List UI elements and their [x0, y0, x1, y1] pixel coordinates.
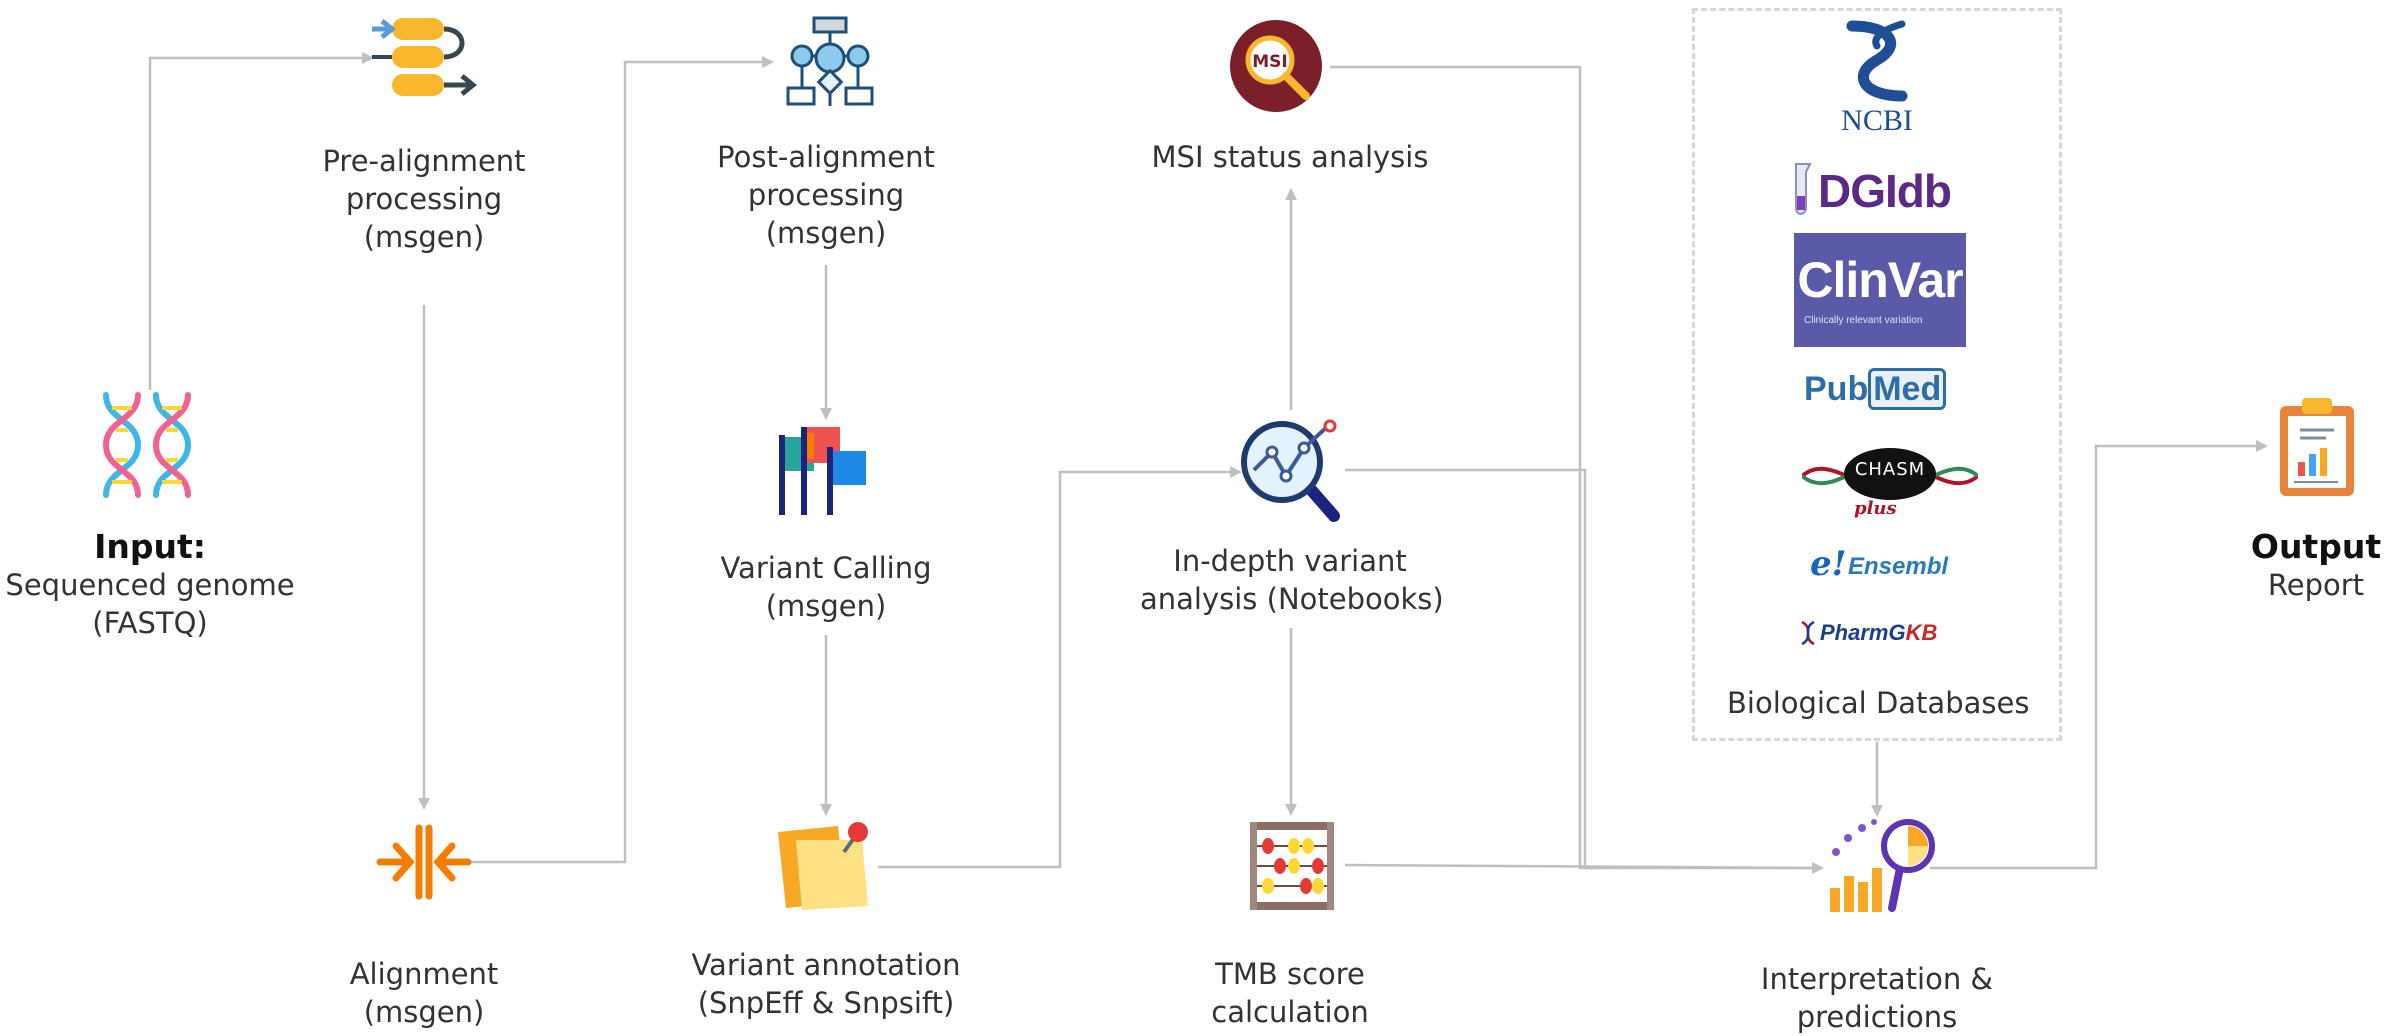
abacus-icon [1246, 818, 1338, 912]
dgidb-text: DGIdb [1818, 165, 1952, 217]
arrow-indepth-to-interpretation [1345, 468, 1587, 868]
databases-label: Biological Databases [1727, 684, 2030, 722]
variant-annotation-line2: (SnpEff & Snpsift) [697, 986, 955, 1020]
msi-icon-text: MSI [1252, 52, 1288, 72]
input-line1: Sequenced genome [5, 568, 295, 602]
pre-alignment-line3: (msgen) [363, 220, 485, 254]
clinvar-subtitle: Clinically relevant variation [1804, 315, 1923, 326]
input-label: Input: Sequenced genome (FASTQ) [0, 528, 300, 642]
pubmed-text-pub: Pub [1804, 370, 1869, 408]
indepth-label: In-depth variant analysis (Notebooks) [1140, 542, 1444, 618]
alignment-line2: (msgen) [363, 995, 485, 1029]
pipeline-icon [370, 14, 480, 104]
clipboard-report-icon [2276, 394, 2358, 500]
arrow-input-to-prealign [148, 52, 374, 390]
tmb-line2: calculation [1211, 995, 1369, 1029]
variant-annotation-label: Variant annotation (SnpEff & Snpsift) [676, 946, 976, 1022]
ensembl-logo: e! Ensembl [1810, 544, 1960, 584]
align-arrows-icon [376, 822, 472, 902]
tmb-line1: TMB score [1215, 957, 1365, 991]
arrow-alignment-to-postalign [470, 56, 774, 864]
pre-alignment-label: Pre-alignment processing (msgen) [274, 142, 574, 256]
pubmed-text-med: Med [1868, 368, 1947, 410]
clinvar-text: ClinVar [1797, 252, 1963, 308]
ncbi-logo: NCBI [1822, 16, 1932, 138]
analytics-icon [1826, 816, 1936, 916]
msi-label: MSI status analysis [1140, 138, 1440, 176]
msi-line1: MSI status analysis [1151, 140, 1429, 174]
pharmgkb-logo: PharmGKB [1800, 618, 1970, 648]
dna-icon [98, 390, 198, 500]
output-line1: Report [2267, 568, 2365, 602]
variant-calling-label: Variant Calling (msgen) [676, 549, 976, 625]
alignment-label: Alignment (msgen) [274, 955, 574, 1031]
arrow-annotation-to-indepth [878, 466, 1242, 869]
alignment-line1: Alignment [349, 957, 499, 991]
variant-calling-line2: (msgen) [765, 589, 887, 623]
input-title: Input: [94, 527, 206, 566]
output-title: Output [2250, 527, 2382, 566]
input-line2: (FASTQ) [92, 606, 208, 640]
ensembl-e-mark: e! [1810, 544, 1847, 584]
indepth-line2: analysis (Notebooks) [1140, 582, 1444, 616]
dgidb-logo: DGIdb [1790, 160, 1970, 218]
post-alignment-label: Post-alignment processing (msgen) [676, 138, 976, 252]
pharmgkb-text-a: PharmG [1820, 620, 1906, 645]
interpretation-line2: predictions [1796, 1000, 1958, 1034]
databases-title: Biological Databases [1727, 686, 2030, 720]
indepth-line1: In-depth variant [1173, 544, 1407, 578]
post-alignment-line3: (msgen) [765, 216, 887, 250]
magnifier-chart-icon [1238, 418, 1348, 524]
post-alignment-line2: processing [747, 178, 905, 212]
chasm-text: CHASM [1854, 459, 1926, 480]
arrow-tmb-to-interpretation [1344, 863, 1823, 870]
variant-annotation-line1: Variant annotation [691, 948, 961, 982]
flags-icon [772, 425, 882, 517]
sticky-note-icon [772, 818, 882, 914]
ncbi-text: NCBI [1841, 104, 1913, 137]
pre-alignment-line1: Pre-alignment [322, 144, 526, 178]
ensembl-text: Ensembl [1848, 553, 1949, 580]
interpretation-label: Interpretation & predictions [1727, 960, 2027, 1036]
pre-alignment-line2: processing [345, 182, 503, 216]
flowchart-icon [782, 14, 878, 110]
arrow-interpretation-to-output [1930, 440, 2268, 870]
msi-magnifier-icon: MSI [1228, 18, 1328, 118]
databases-box [1692, 8, 2062, 741]
output-label: Output Report [2166, 528, 2397, 604]
interpretation-line1: Interpretation & [1760, 962, 1994, 996]
variant-calling-line1: Variant Calling [720, 551, 932, 585]
post-alignment-line1: Post-alignment [717, 140, 935, 174]
pharmgkb-text-b: KB [1905, 620, 1938, 645]
tmb-label: TMB score calculation [1140, 955, 1440, 1031]
clinvar-logo: ClinVar Clinically relevant variation [1794, 233, 1966, 347]
chasm-logo: CHASM plus [1802, 446, 1978, 524]
chasm-plus-text: plus [1854, 498, 1897, 519]
